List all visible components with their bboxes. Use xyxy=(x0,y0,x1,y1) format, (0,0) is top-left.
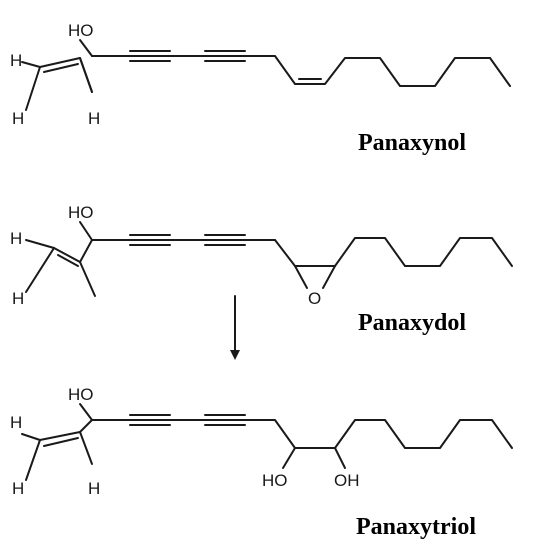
panaxydol-structure: HO H H O xyxy=(10,203,513,308)
panaxytriol-h-label-top: H xyxy=(10,413,22,432)
panaxydol-h-label-top: H xyxy=(10,229,22,248)
panaxynol-h-label-bottom-left: H xyxy=(12,109,24,128)
panaxytriol-hydroxyl-label-1: HO xyxy=(68,385,94,404)
panaxydol-h-label-bottom: H xyxy=(12,289,24,308)
panaxytriol-structure: HO H H H HO OH xyxy=(10,385,513,498)
compound-name-panaxytriol: Panaxytriol xyxy=(356,514,476,540)
panaxytriol-h-label-bottom-left: H xyxy=(12,479,24,498)
compound-name-panaxynol: Panaxynol xyxy=(358,130,466,156)
panaxytriol-hydroxyl-label-2: HO xyxy=(262,471,288,490)
panaxydol-epoxide-oxygen-label: O xyxy=(308,289,321,308)
panaxynol-h-label-top: H xyxy=(10,51,22,70)
panaxytriol-hydroxyl-label-3: OH xyxy=(334,471,360,490)
panaxynol-structure: HO H H H xyxy=(10,21,511,128)
panaxytriol-h-label-bottom-right: H xyxy=(88,479,100,498)
panaxynol-hydroxyl-label: HO xyxy=(68,21,94,40)
panaxydol-hydroxyl-label: HO xyxy=(68,203,94,222)
compound-name-panaxydol: Panaxydol xyxy=(358,310,466,336)
panaxynol-h-label-bottom-right: H xyxy=(88,109,100,128)
